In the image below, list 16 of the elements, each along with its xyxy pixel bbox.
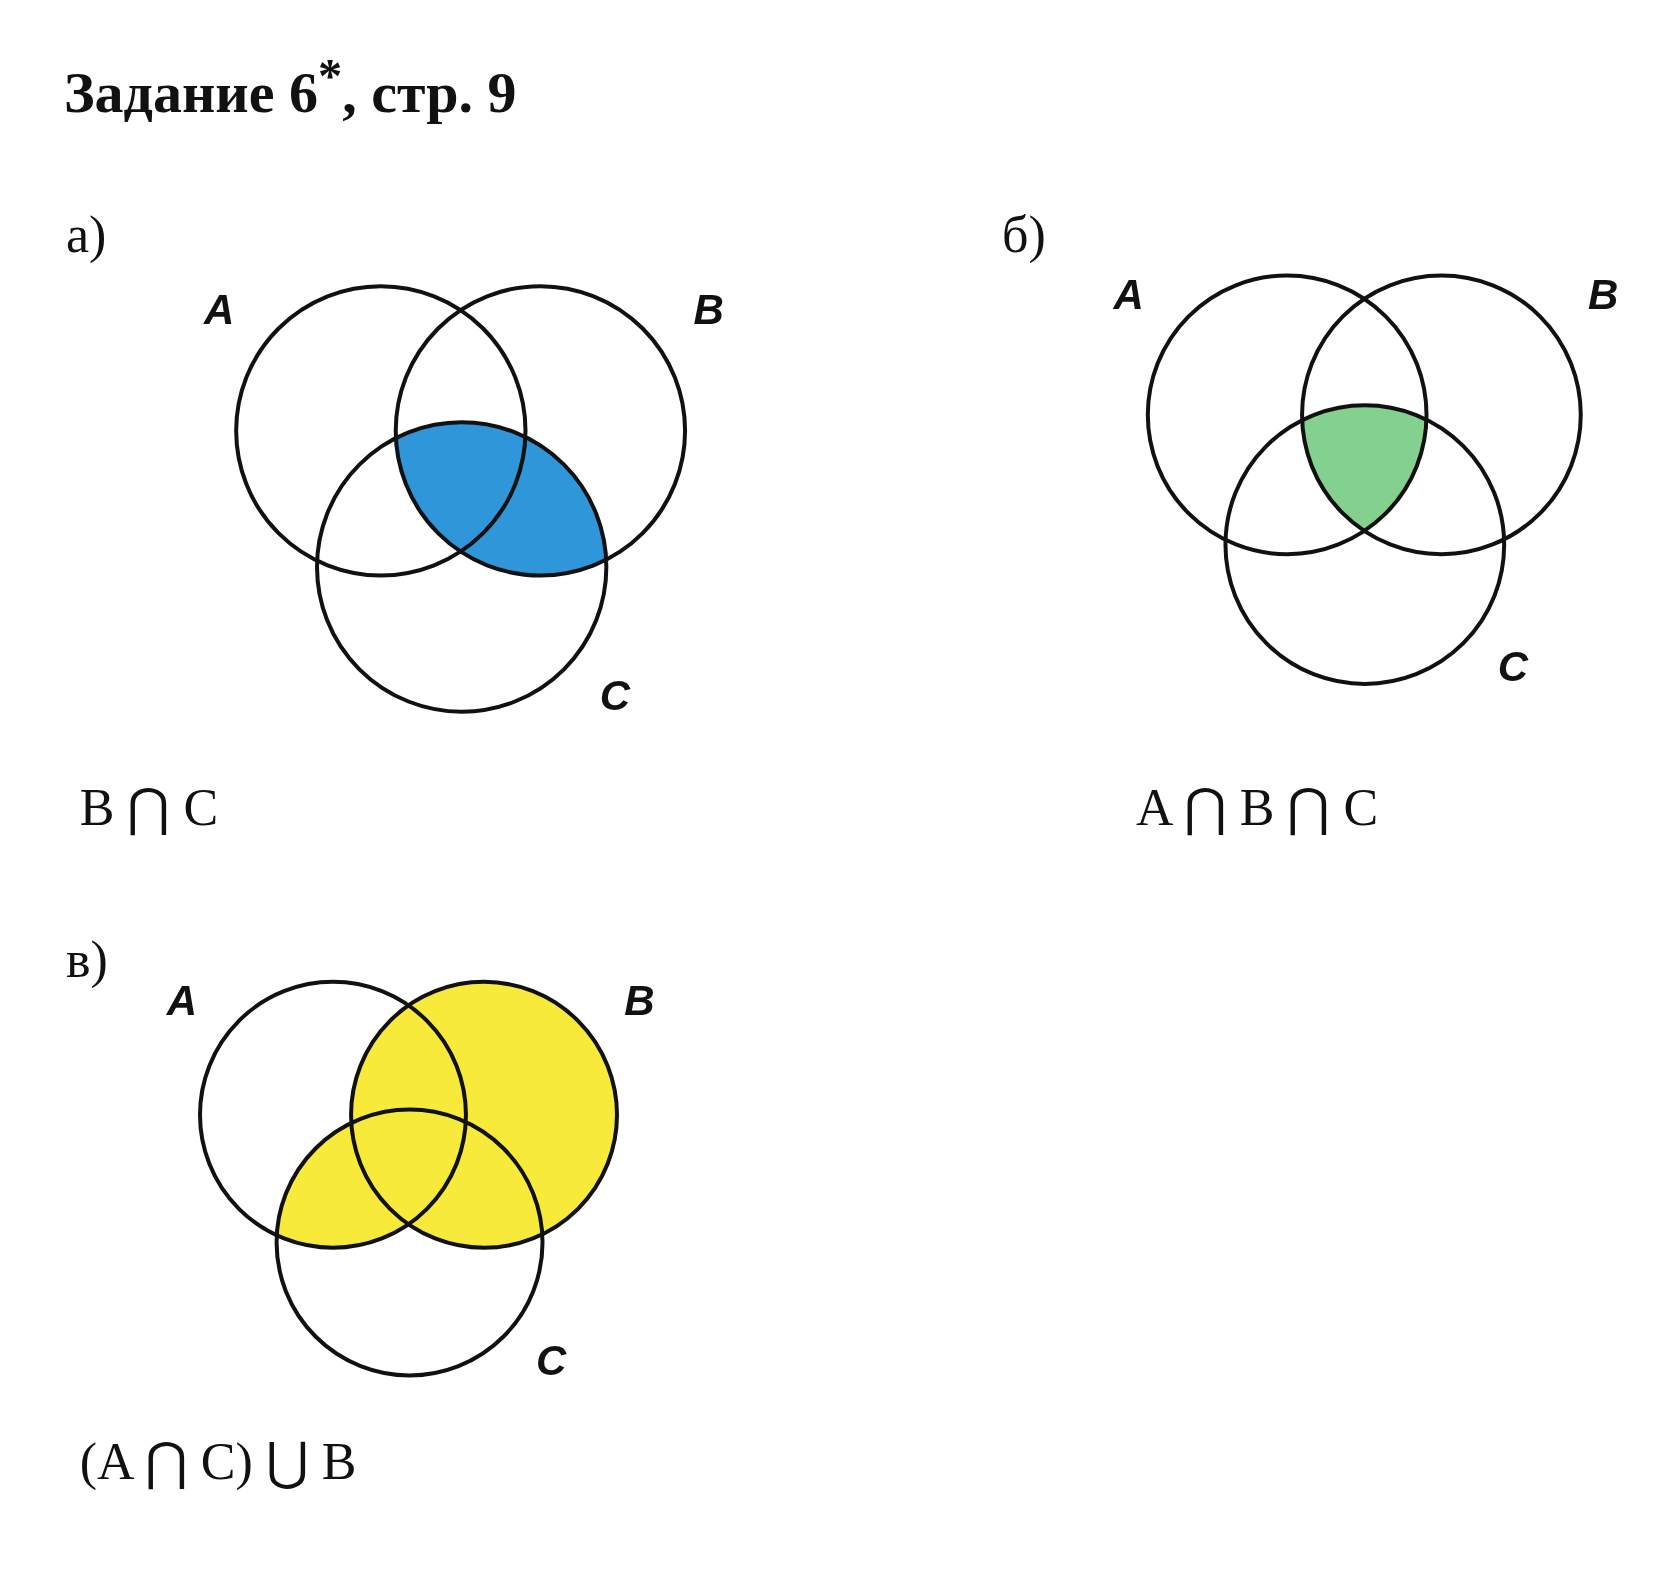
set-label: C	[1497, 646, 1528, 689]
set-label: A	[204, 288, 235, 331]
set-label: B	[624, 980, 655, 1023]
set-label: C	[535, 1339, 567, 1382]
label: а)	[65, 208, 107, 261]
label: (A ⋂ C) ⋃ B	[79, 1436, 357, 1489]
set-label: A	[166, 980, 198, 1023]
set-label: B	[693, 288, 724, 331]
label: в)	[65, 934, 108, 986]
set-label: B	[1588, 273, 1619, 316]
label: B ⋂ C	[79, 781, 219, 834]
set-label: A	[1113, 273, 1144, 316]
label: б)	[1002, 208, 1046, 261]
set-label: C	[599, 674, 631, 717]
label: A ⋂ B ⋂ C	[1136, 781, 1379, 834]
title: Задание 6$^{*}$, стр. 9	[64, 48, 517, 127]
